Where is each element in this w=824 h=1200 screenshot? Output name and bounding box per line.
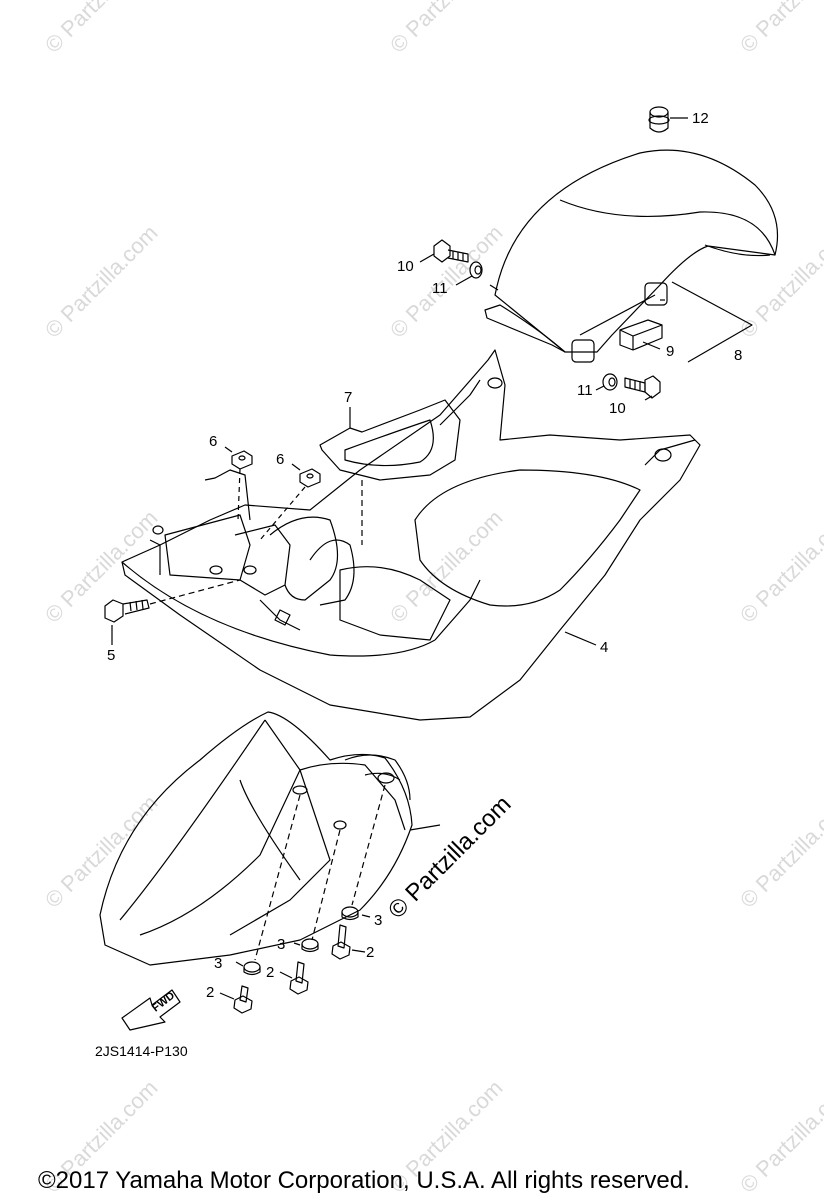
collar-11-lower [595, 373, 618, 391]
callout-7: 7 [344, 389, 353, 406]
callout-6: 6 [209, 433, 218, 450]
grommet-12 [648, 106, 688, 133]
collar-11-upper [455, 261, 483, 286]
callout-2: 2 [206, 984, 215, 1001]
collar-3 [235, 961, 261, 976]
callout-6: 6 [276, 451, 285, 468]
callout-3: 3 [214, 955, 223, 972]
rear-fender-8 [484, 149, 779, 363]
callout-10: 10 [609, 400, 626, 417]
screw-2 [331, 924, 366, 960]
screw-2 [279, 961, 309, 995]
collar-3 [293, 938, 319, 953]
callout-11: 11 [577, 382, 593, 399]
callout-3: 3 [277, 936, 286, 953]
callout-8: 8 [734, 347, 743, 364]
front-cowl [99, 711, 441, 966]
callout-11: 11 [432, 280, 448, 297]
screw-2 [219, 985, 253, 1014]
callout-2: 2 [266, 964, 275, 981]
copyright-footer: ©2017 Yamaha Motor Corporation, U.S.A. A… [38, 1167, 690, 1194]
nut-6-left [224, 446, 253, 521]
rear-cover-4 [121, 349, 701, 721]
grab-bar-7 [319, 399, 461, 545]
callout-10: 10 [397, 258, 414, 275]
fwd-arrow [121, 989, 181, 1031]
callout-9: 9 [666, 343, 675, 360]
callout-5: 5 [107, 647, 116, 664]
callout-2: 2 [366, 944, 375, 961]
callout-bracket-8 [671, 281, 753, 363]
diagram-code: 2JS1414-P130 [95, 1043, 188, 1059]
nut-6-right [259, 463, 321, 541]
bolt-10-upper [419, 239, 469, 263]
bolt-10-lower [624, 375, 661, 401]
callout-12: 12 [692, 110, 709, 127]
callout-3: 3 [374, 912, 383, 929]
collar-3 [341, 906, 371, 921]
bolt-5 [104, 579, 241, 645]
pad-9 [619, 319, 663, 351]
callout-4: 4 [600, 639, 609, 656]
